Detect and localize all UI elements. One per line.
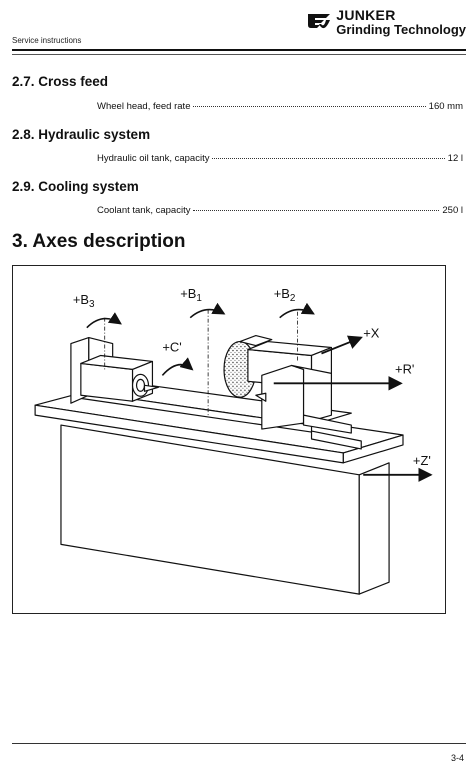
header-rule [12,49,466,51]
spec-value: 160 mm [428,101,463,112]
section-title-cooling-system: 2.9. Cooling system [12,179,139,194]
label-z: +Z' [413,453,431,468]
rotation-arrow-c [161,357,194,376]
spec-row-oil-tank: Hydraulic oil tank, capacity 12 l [97,153,463,164]
spec-value: 250 l [442,205,463,216]
document-type-label: Service instructions [12,36,82,45]
machine-illustration: +B3 +B1 +B2 +C' +X +R' +Z' [34,286,433,595]
spec-label: Coolant tank, capacity [97,205,191,216]
junker-logo-icon [308,14,331,29]
axis-arrow-x [321,335,363,355]
label-b3: +B3 [73,292,95,310]
page-number: 3-4 [450,753,464,763]
brand-name: JUNKER [336,7,396,23]
footer-rule [12,743,466,744]
spec-row-feed-rate: Wheel head, feed rate 160 mm [97,101,463,112]
spec-value: 12 l [447,153,463,164]
label-b1: +B1 [180,286,202,304]
rotation-arrow-b3 [86,312,122,329]
spec-label: Wheel head, feed rate [97,101,191,112]
label-b2: +B2 [274,286,296,304]
spec-row-coolant-tank: Coolant tank, capacity 250 l [97,205,463,216]
company-logo: JUNKER Grinding Technology [306,8,466,36]
section-title-hydraulic-system: 2.8. Hydraulic system [12,127,151,142]
spec-label: Hydraulic oil tank, capacity [97,153,210,164]
header-rule-thin [12,54,466,55]
rotation-arrow-b1 [189,302,226,319]
axes-diagram: +B3 +B1 +B2 +C' +X +R' +Z' [12,265,446,614]
dot-leader [212,158,445,159]
label-c: +C' [162,340,181,355]
label-r: +R' [395,361,414,376]
brand-tagline: Grinding Technology [336,21,466,37]
dot-leader [193,106,426,107]
rotation-arrow-b2 [279,302,315,319]
label-x: +X [363,326,380,341]
section-title-axes-description: 3. Axes description [12,231,186,252]
tailstock [261,364,305,430]
section-title-cross-feed: 2.7. Cross feed [12,74,109,89]
dot-leader [193,210,440,211]
